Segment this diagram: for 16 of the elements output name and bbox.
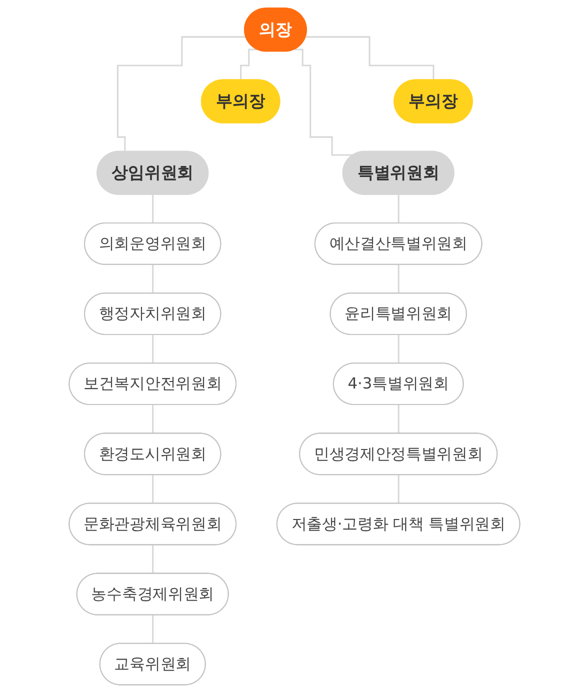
connector: [152, 334, 154, 364]
connector: [294, 48, 354, 156]
connector: [152, 474, 154, 505]
connector: [397, 404, 400, 434]
connector: [152, 194, 154, 224]
connector: [397, 264, 400, 294]
connector: [397, 194, 400, 224]
connector: [397, 474, 400, 505]
connector: [240, 48, 257, 82]
connector: [397, 334, 400, 364]
connector: [305, 36, 434, 82]
connector: [152, 544, 154, 575]
connector: [152, 614, 154, 645]
connector: [152, 264, 154, 294]
connector: [152, 404, 154, 434]
connector: [116, 36, 246, 153]
